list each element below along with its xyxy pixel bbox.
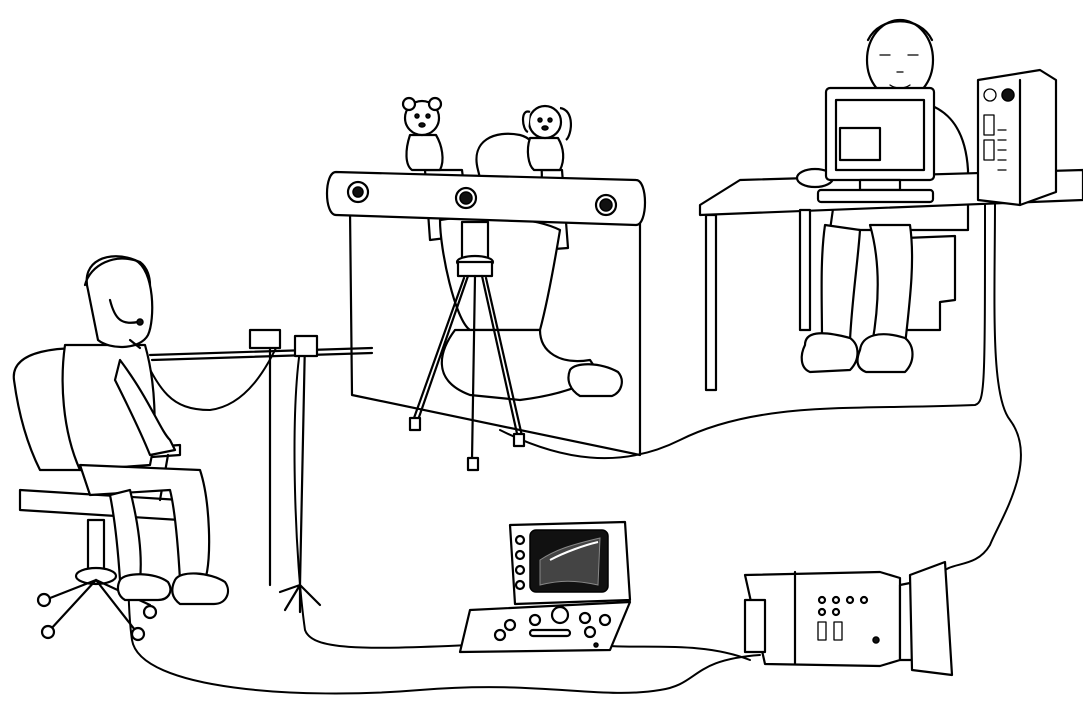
speaker-shoe [172,573,228,604]
ultrasound-machine [460,522,630,652]
video-camera [745,562,952,675]
speaker-head [87,256,153,347]
desk-leg [800,210,810,330]
computer-tower [978,70,1056,205]
camera-body [745,572,900,666]
bear-hand-puppet [403,98,443,170]
chair-post [88,520,104,575]
ultrasound-console [460,602,630,652]
desk-leg [706,215,716,390]
child-shoe [568,364,621,396]
child-behind-transparent-screen [425,134,622,400]
camera-lens-hood [910,562,952,675]
rabbit-hand-puppet [523,106,571,170]
operator-shoe [858,334,913,372]
speaker-shoe [118,574,170,600]
operator-shoe [802,333,858,372]
